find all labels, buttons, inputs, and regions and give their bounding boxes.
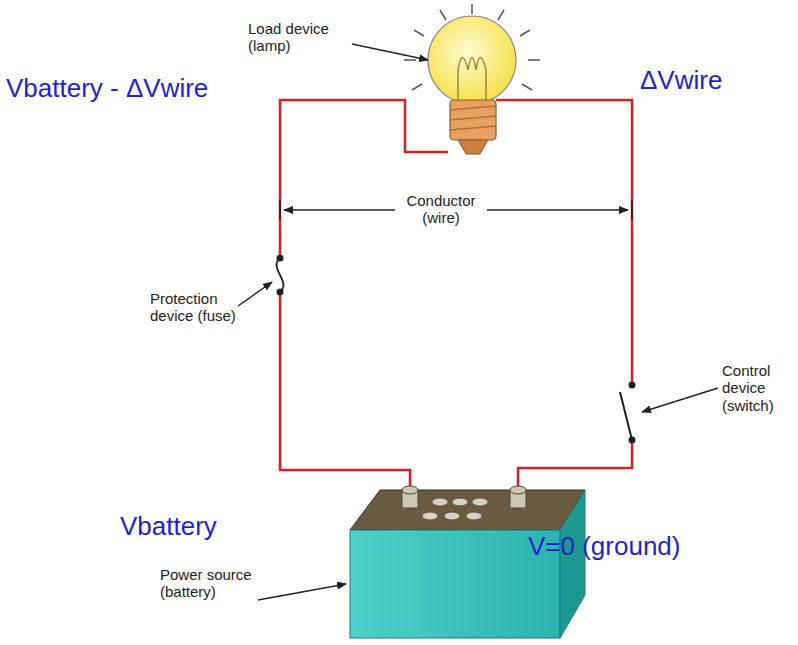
switch-symbol: [620, 382, 636, 444]
voltage-label: V=0 (ground): [528, 532, 680, 562]
part-name: Control device (switch): [722, 362, 794, 414]
part-name: Protection device (fuse): [150, 290, 236, 325]
fuse-symbol: [277, 255, 284, 296]
part-name: Load device (lamp): [248, 20, 348, 55]
part-name: Conductor (wire): [398, 192, 484, 227]
part-name: Power source (battery): [160, 566, 256, 601]
voltage-label: ΔVwire: [640, 66, 722, 96]
voltage-label: Vbattery: [120, 512, 217, 542]
leader-line: [238, 44, 718, 600]
voltage-label: Vbattery - ΔVwire: [6, 74, 208, 104]
battery: [350, 486, 585, 638]
lamp: [428, 16, 516, 154]
wire: [280, 100, 632, 490]
